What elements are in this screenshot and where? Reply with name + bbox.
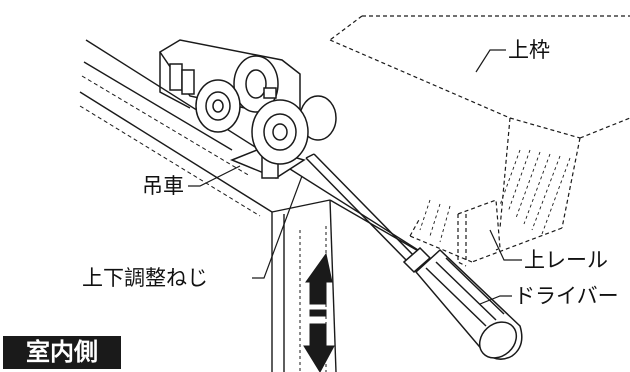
leader-lines [188, 49, 522, 305]
adjust-arrow-icon [299, 226, 335, 372]
upper-rail [457, 199, 501, 267]
hanger-wheel-label: 吊車 [142, 174, 184, 198]
door-beam-dashed [79, 75, 261, 217]
height-adjust-screw-label: 上下調整ねじ [82, 266, 208, 290]
upper-rail-label: 上レール [524, 248, 608, 272]
door-top-beam [79, 39, 421, 372]
screwdriver-icon [305, 153, 523, 360]
indoor-side-badge: 室内側 [3, 336, 121, 369]
upper-frame-box [329, 15, 630, 263]
hanger-wheel-assembly [158, 39, 337, 179]
upper-frame-hatch [419, 149, 571, 243]
screwdriver-label: ドライバー [514, 284, 619, 308]
upper-frame-label: 上枠 [508, 38, 550, 62]
